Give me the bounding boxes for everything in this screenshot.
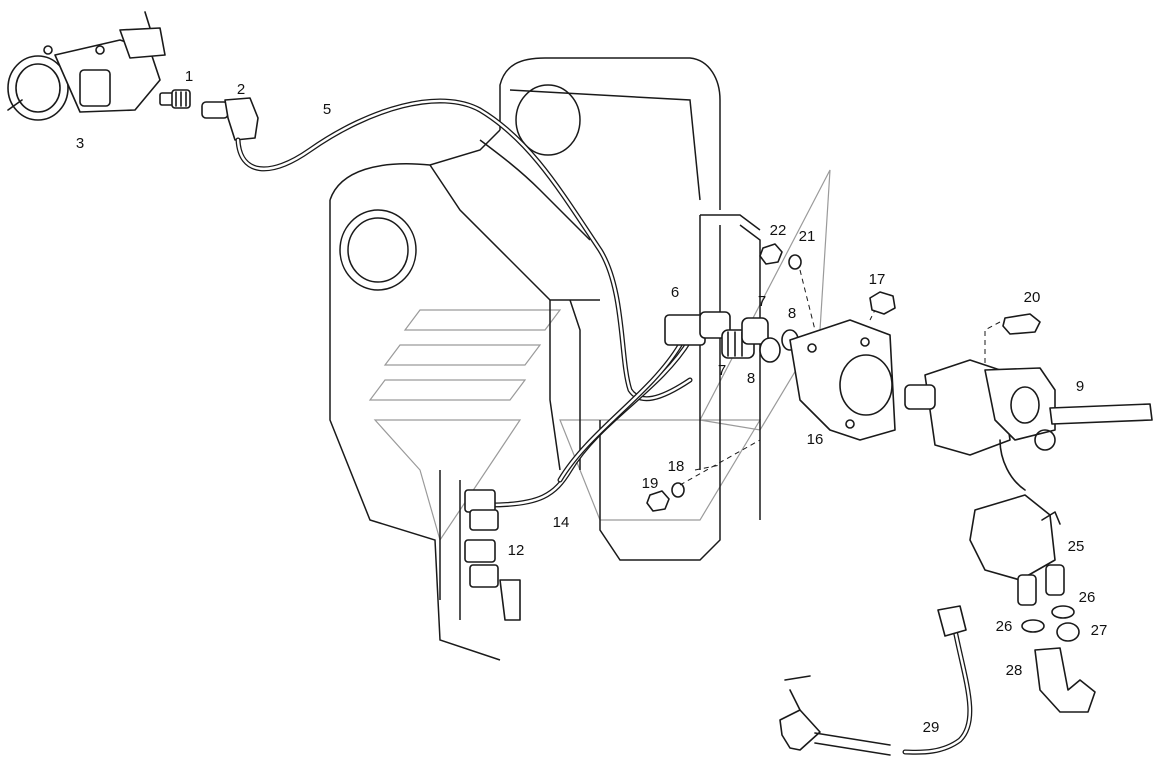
callout-label: 8 — [747, 370, 755, 387]
valve-assembly — [7, 11, 166, 121]
callout-label: 28 — [1006, 662, 1023, 679]
coupling-set — [664, 311, 799, 363]
callout-label: 3 — [76, 135, 84, 152]
callout-label: 26 — [1079, 589, 1096, 606]
callout-label: 14 — [553, 514, 570, 531]
machine-frame — [329, 57, 761, 661]
callout-label: 18 — [668, 458, 685, 475]
callout-label: 26 — [996, 618, 1013, 635]
nut-washer-21-22 — [759, 243, 802, 270]
callout-labels: 1 2 3 5 6 7 7 8 8 9 12 14 16 17 18 19 20… — [76, 68, 1108, 736]
fittings-26-27-28 — [1021, 605, 1096, 713]
hose-assembly-29 — [779, 605, 973, 756]
bracket-plate-16 — [789, 269, 896, 441]
coupling-body-25 — [969, 494, 1065, 606]
callout-label: 21 — [799, 228, 816, 245]
callout-label: 29 — [923, 719, 940, 736]
callout-label: 5 — [323, 101, 331, 118]
elbow-connector-2 — [201, 97, 259, 141]
callout-label: 27 — [1091, 622, 1108, 639]
callout-label: 7 — [718, 362, 726, 379]
callout-label: 25 — [1068, 538, 1085, 555]
callout-label: 12 — [508, 542, 525, 559]
connector-block-12 — [464, 489, 521, 621]
bolts-17-20 — [869, 291, 1041, 370]
callout-label: 2 — [237, 81, 245, 98]
callout-label: 22 — [770, 222, 787, 239]
callout-label: 17 — [869, 271, 886, 288]
callout-label: 20 — [1024, 289, 1041, 306]
callout-label: 6 — [671, 284, 679, 301]
callout-label: 7 — [758, 293, 766, 310]
callout-label: 8 — [788, 305, 796, 322]
fitting-1 — [159, 89, 191, 109]
callout-label: 9 — [1076, 378, 1084, 395]
callout-label: 16 — [807, 431, 824, 448]
coupling-head-9 — [904, 359, 1153, 491]
nut-washer-18-19 — [646, 439, 761, 512]
callout-label: 1 — [185, 68, 193, 85]
callout-label: 19 — [642, 475, 659, 492]
hose-14 — [487, 337, 693, 508]
pipe-5 — [235, 98, 693, 402]
